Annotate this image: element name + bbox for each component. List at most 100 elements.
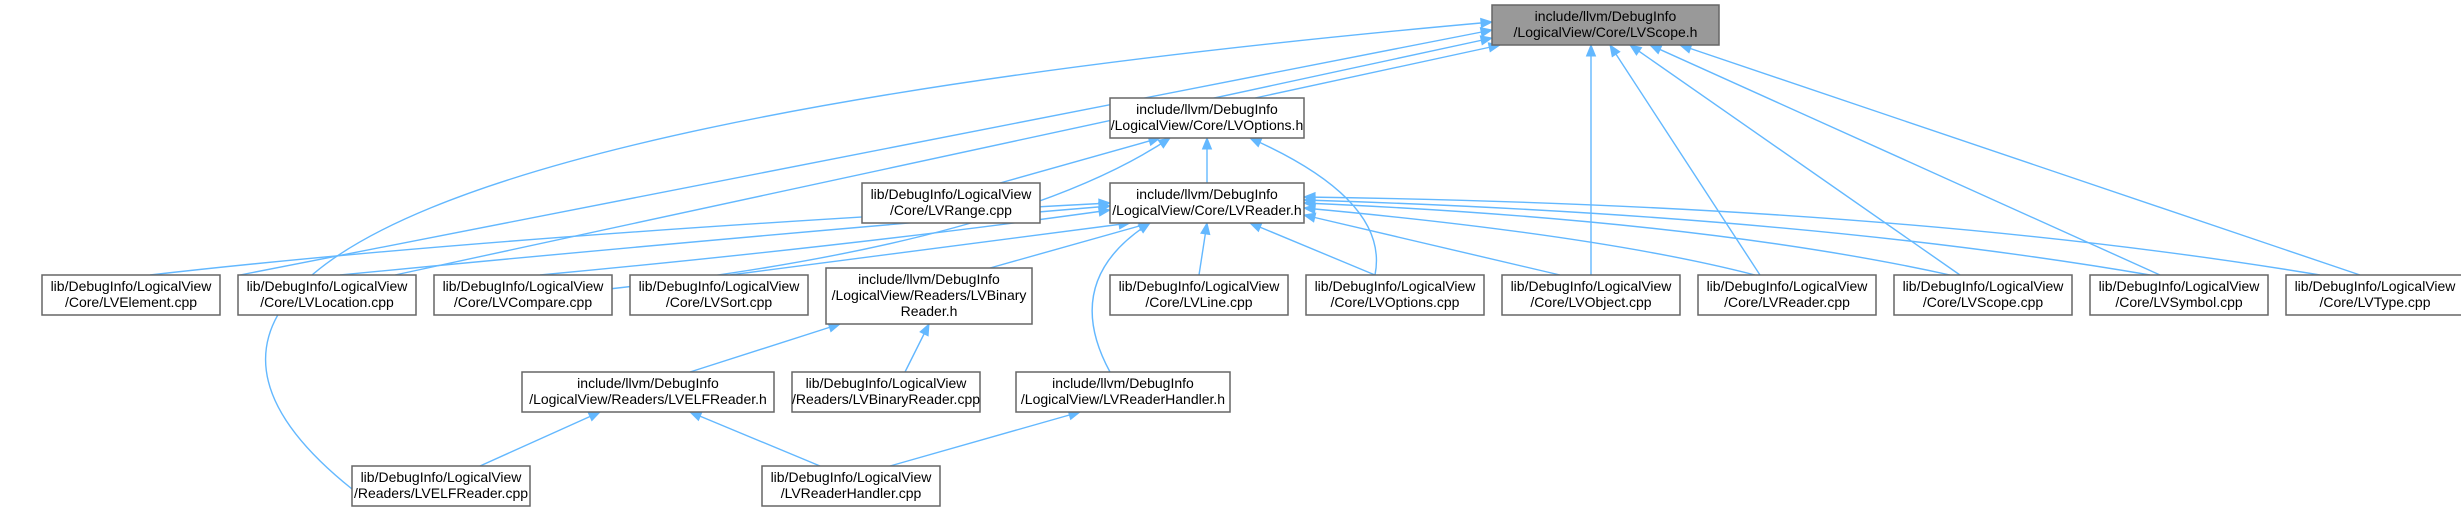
node-label-line: /Core/LVObject.cpp: [1530, 294, 1651, 310]
node-box: [629, 274, 809, 316]
edge-lvtype_cpp-to-lvreader_h: [1302, 191, 2321, 276]
node-label-line: lib/DebugInfo/LogicalView: [1119, 278, 1281, 294]
node-label-line: /Core/LVSort.cpp: [666, 294, 773, 310]
file-node-lvcompare-cpp[interactable]: lib/DebugInfo/LogicalView/Core/LVCompare…: [433, 274, 613, 316]
edge-lvelfreader_cpp-to-lvelfreader_h: [479, 411, 602, 467]
edge-lvreader_cpp-to-lvscope_h: [1609, 43, 1761, 276]
edge-lvobject_cpp-to-lvreader_h: [1302, 212, 1561, 276]
file-node-lvlocation-cpp[interactable]: lib/DebugInfo/LogicalView/Core/LVLocatio…: [237, 274, 417, 316]
node-box: [2089, 274, 2269, 316]
node-label-line: lib/DebugInfo/LogicalView: [1707, 278, 1869, 294]
node-label-line: lib/DebugInfo/LogicalView: [1315, 278, 1477, 294]
node-label-line: include/llvm/DebugInfo: [1136, 186, 1278, 202]
node-label-line: /LVReaderHandler.cpp: [781, 485, 922, 501]
node-label-line: /Core/LVElement.cpp: [65, 294, 197, 310]
file-node-lvscope-h: include/llvm/DebugInfo/LogicalView/Core/…: [1491, 4, 1720, 46]
node-label-line: /Core/LVReader.cpp: [1724, 294, 1850, 310]
node-label-line: lib/DebugInfo/LogicalView: [1511, 278, 1673, 294]
edge-lvbinaryreader_cpp-to-lvbinaryreader_h: [904, 322, 930, 373]
file-node-lvreader-cpp[interactable]: lib/DebugInfo/LogicalView/Core/LVReader.…: [1697, 274, 1877, 316]
node-label-line: /LogicalView/Core/LVReader.h: [1112, 202, 1301, 218]
node-box: [791, 371, 981, 413]
file-node-lvelement-cpp[interactable]: lib/DebugInfo/LogicalView/Core/LVElement…: [41, 274, 221, 316]
file-node-lvelfreader-cpp[interactable]: lib/DebugInfo/LogicalView/Readers/LVELFR…: [351, 465, 531, 507]
edge-lvoptions_cpp-to-lvreader_h: [1248, 222, 1376, 276]
node-box: [237, 274, 417, 316]
node-label-line: lib/DebugInfo/LogicalView: [2295, 278, 2457, 294]
node-label-line: lib/DebugInfo/LogicalView: [771, 469, 933, 485]
node-box: [1501, 274, 1681, 316]
edge-lvreader_cpp-to-lvreader_h: [1302, 203, 1756, 276]
node-label-line: /LogicalView/Readers/LVELFReader.h: [529, 391, 767, 407]
node-box: [1491, 4, 1720, 46]
edge-lvscope_cpp-to-lvreader_h: [1302, 198, 1951, 276]
file-nodes: include/llvm/DebugInfo/LogicalView/Core/…: [41, 4, 2461, 507]
file-node-lvbinaryreader-h[interactable]: include/llvm/DebugInfo/LogicalView/Reade…: [825, 267, 1033, 325]
node-label-line: lib/DebugInfo/LogicalView: [1903, 278, 2065, 294]
node-box: [41, 274, 221, 316]
node-label-line: lib/DebugInfo/LogicalView: [871, 186, 1033, 202]
file-node-lvsort-cpp[interactable]: lib/DebugInfo/LogicalView/Core/LVSort.cp…: [629, 274, 809, 316]
edge-lvreaderhandler_cpp-to-lvreaderhandler_h: [889, 410, 1082, 467]
node-label-line: /LogicalView/Readers/LVBinary: [832, 287, 1027, 303]
edge-lvbinaryreader_h-to-lvreader_h: [989, 221, 1152, 269]
node-box: [1305, 274, 1485, 316]
edge-lvtype_cpp-to-lvscope_h: [1678, 43, 2361, 276]
node-label-line: Reader.h: [901, 303, 958, 319]
node-box: [521, 371, 775, 413]
edge-lvelfreader_cpp-to-lvscope_h: [264, 17, 1494, 490]
node-label-line: include/llvm/DebugInfo: [577, 375, 719, 391]
file-node-lvoptions-h[interactable]: include/llvm/DebugInfo/LogicalView/Core/…: [1109, 97, 1305, 139]
node-label-line: /LogicalView/Core/LVOptions.h: [1111, 117, 1303, 133]
node-box: [351, 465, 531, 507]
node-box: [1109, 182, 1305, 224]
file-node-lvrange-cpp[interactable]: lib/DebugInfo/LogicalView/Core/LVRange.c…: [861, 182, 1041, 224]
dependency-edges: [149, 17, 2361, 490]
node-label-line: /LogicalView/LVReaderHandler.h: [1021, 391, 1225, 407]
file-node-lvreader-h[interactable]: include/llvm/DebugInfo/LogicalView/Core/…: [1109, 182, 1305, 224]
node-box: [861, 182, 1041, 224]
file-node-lvbinaryreader-cpp[interactable]: lib/DebugInfo/LogicalView/Readers/LVBina…: [791, 371, 981, 413]
edge-lvscope_cpp-to-lvscope_h: [1628, 44, 1961, 276]
edge-lvelement_cpp-to-lvscope_h: [239, 27, 1494, 276]
file-node-lvsymbol-cpp[interactable]: lib/DebugInfo/LogicalView/Core/LVSymbol.…: [2089, 274, 2269, 316]
node-label-line: include/llvm/DebugInfo: [1535, 8, 1677, 24]
file-node-lvelfreader-h[interactable]: include/llvm/DebugInfo/LogicalView/Reade…: [521, 371, 775, 413]
node-box: [1893, 274, 2073, 316]
node-label-line: /Core/LVSymbol.cpp: [2115, 294, 2243, 310]
node-box: [761, 465, 941, 507]
node-label-line: lib/DebugInfo/LogicalView: [806, 375, 968, 391]
node-label-line: include/llvm/DebugInfo: [858, 271, 1000, 287]
node-box: [1109, 97, 1305, 139]
node-box: [433, 274, 613, 316]
file-node-lvtype-cpp[interactable]: lib/DebugInfo/LogicalView/Core/LVType.cp…: [2285, 274, 2461, 316]
node-label-line: /Core/LVLocation.cpp: [260, 294, 394, 310]
file-node-lvobject-cpp[interactable]: lib/DebugInfo/LogicalView/Core/LVObject.…: [1501, 274, 1681, 316]
node-label-line: /Readers/LVELFReader.cpp: [354, 485, 528, 501]
node-box: [1697, 274, 1877, 316]
edge-lvline_cpp-to-lvreader_h: [1198, 221, 1211, 276]
edge-lvreaderhandler_cpp-to-lvelfreader_h: [688, 411, 821, 467]
file-node-lvreaderhandler-h[interactable]: include/llvm/DebugInfo/LogicalView/LVRea…: [1015, 371, 1231, 413]
node-box: [825, 267, 1033, 325]
file-node-lvline-cpp[interactable]: lib/DebugInfo/LogicalView/Core/LVLine.cp…: [1109, 274, 1289, 316]
node-label-line: /LogicalView/Core/LVScope.h: [1514, 24, 1698, 40]
node-box: [1015, 371, 1231, 413]
node-label-line: lib/DebugInfo/LogicalView: [2099, 278, 2261, 294]
file-node-lvoptions-cpp[interactable]: lib/DebugInfo/LogicalView/Core/LVOptions…: [1305, 274, 1485, 316]
node-box: [1109, 274, 1289, 316]
file-node-lvscope-cpp[interactable]: lib/DebugInfo/LogicalView/Core/LVScope.c…: [1893, 274, 2073, 316]
edge-lvobject_cpp-to-lvscope_h: [1585, 43, 1597, 275]
node-label-line: /Core/LVType.cpp: [2319, 294, 2430, 310]
node-label-line: lib/DebugInfo/LogicalView: [51, 278, 213, 294]
node-label-line: /Core/LVLine.cpp: [1145, 294, 1252, 310]
edge-lvlocation_cpp-to-lvscope_h: [394, 35, 1494, 276]
node-label-line: /Core/LVRange.cpp: [890, 202, 1012, 218]
node-label-line: lib/DebugInfo/LogicalView: [247, 278, 409, 294]
file-node-lvreaderhandler-cpp[interactable]: lib/DebugInfo/LogicalView/LVReaderHandle…: [761, 465, 941, 507]
edge-lvoptions_h-to-lvscope_h: [1254, 42, 1502, 99]
node-label-line: lib/DebugInfo/LogicalView: [639, 278, 801, 294]
edge-lvsort_cpp-to-lvreader_h: [729, 219, 1132, 276]
node-label-line: /Core/LVOptions.cpp: [1331, 294, 1460, 310]
node-label-line: lib/DebugInfo/LogicalView: [361, 469, 523, 485]
